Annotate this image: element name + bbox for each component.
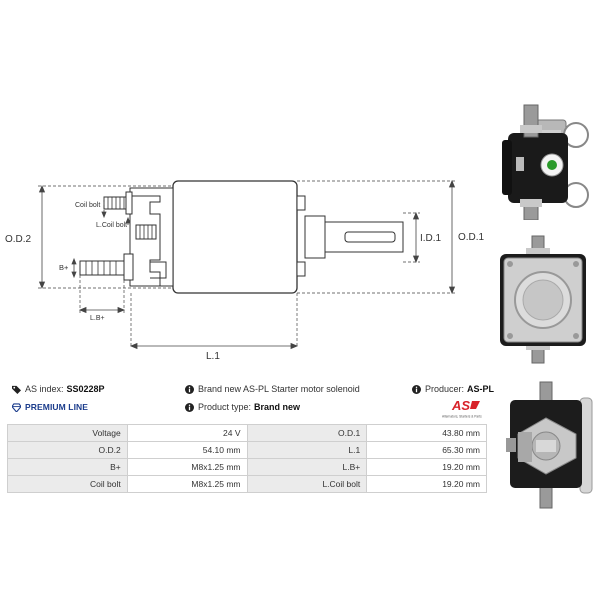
solenoid-dimension-drawing: O.D.2 O.D.1 I.D.1 L.1 B+ L.B+ Coil bolt … [5,179,485,362]
producer-label: Producer: [425,384,465,394]
solenoid-photo-rear [506,381,593,509]
spec-value: 43.80 mm [366,424,487,442]
solenoid-photo-side [502,104,589,220]
logo-text: AS [451,398,470,413]
solenoid-photo-front [500,235,586,364]
l1-label: L.1 [206,351,220,362]
spec-key: L.Coil bolt [246,475,368,493]
info-icon [185,402,194,412]
id1-label: I.D.1 [420,233,442,244]
as-pl-logo: AS Alternators, Starters & Parts [442,398,482,419]
producer-value: AS-PL [467,384,495,394]
spec-value: M8x1.25 mm [126,458,248,476]
od2-label: O.D.2 [5,234,32,245]
spec-table: Voltage 24 V O.D.1 43.80 mm O.D.2 54.10 … [7,424,487,493]
as-index-row: AS index: SS0228P [12,384,105,394]
spec-key: L.B+ [246,458,368,476]
spec-key: O.D.2 [7,441,128,459]
product-type-label: Product type: [198,402,252,412]
spec-value: 24 V [126,424,248,442]
spec-key: B+ [7,458,128,476]
info-icon [185,384,194,394]
spec-value: 19.20 mm [366,458,487,476]
spec-value: 19.20 mm [366,475,487,493]
lcoil-bolt-label: L.Coil bolt [96,222,127,229]
premium-line-row: PREMIUM LINE [12,402,88,412]
bplus-label: B+ [59,263,69,272]
spec-key: Coil bolt [7,475,128,493]
as-index-label: AS index: [25,384,64,394]
table-row: B+ M8x1.25 mm L.B+ 19.20 mm [7,458,487,476]
table-row: Coil bolt M8x1.25 mm L.Coil bolt 19.20 m… [7,475,487,493]
as-index-value: SS0228P [66,384,105,394]
diamond-icon [12,402,21,412]
od1-label: O.D.1 [458,232,485,243]
logo-tagline: Alternators, Starters & Parts [442,415,482,419]
coil-bolt-label: Coil bolt [75,202,100,209]
spec-value: 65.30 mm [366,441,487,459]
spec-value: 54.10 mm [126,441,248,459]
producer-row: Producer: AS-PL [412,384,494,394]
tag-icon [12,385,21,394]
spec-value: M8x1.25 mm [126,475,248,493]
spec-key: L.1 [246,441,368,459]
description-row: Brand new AS-PL Starter motor solenoid [185,384,360,394]
description-text: Brand new AS-PL Starter motor solenoid [198,384,360,394]
table-row: O.D.2 54.10 mm L.1 65.30 mm [7,441,487,459]
premium-line-label: PREMIUM LINE [25,402,89,412]
product-type-value: Brand new [254,402,301,412]
info-icon [412,384,421,394]
spec-key: O.D.1 [246,424,368,442]
spec-key: Voltage [7,424,128,442]
lbplus-label: L.B+ [90,315,105,322]
product-type-row: Product type: Brand new [185,402,300,412]
table-row: Voltage 24 V O.D.1 43.80 mm [7,424,487,442]
